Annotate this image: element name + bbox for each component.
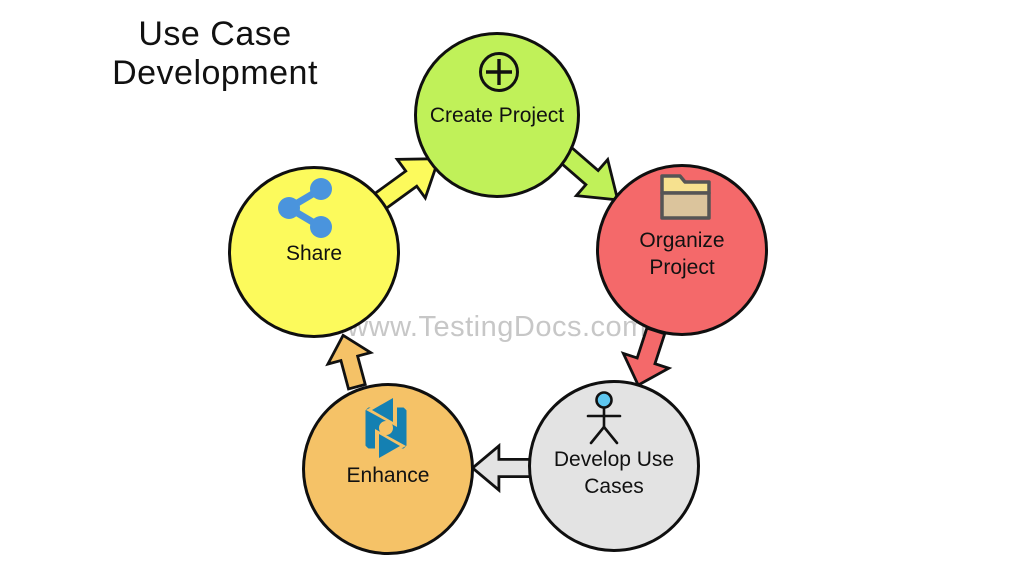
node-label-develop-use-cases: Develop Use Cases [553,448,675,498]
node-label-share: Share [285,242,343,265]
arrow-develop-use-cases-to-enhance [471,443,533,493]
actor-icon [577,391,631,445]
node-label-create-project: Create Project [429,104,565,127]
sync-icon [357,396,415,460]
node-share: Share [228,166,400,338]
node-create-project: Create Project [414,32,580,198]
watermark: www.TestingDocs.com [347,311,647,343]
node-label-organize-project: Organize Project [639,229,725,279]
node-develop-use-cases: Develop Use Cases [528,380,700,552]
share-icon [273,175,337,239]
arrow-organize-project-to-develop-use-cases [612,321,682,395]
node-label-enhance: Enhance [346,464,430,487]
arrow-enhance-to-share [319,327,382,394]
arrow-share-to-create-project [360,136,456,227]
node-enhance: Enhance [302,383,474,555]
folder-icon [659,169,712,221]
page-title: Use Case Development [112,15,318,92]
plus-circle-icon [478,51,520,93]
node-organize-project: Organize Project [596,164,768,336]
